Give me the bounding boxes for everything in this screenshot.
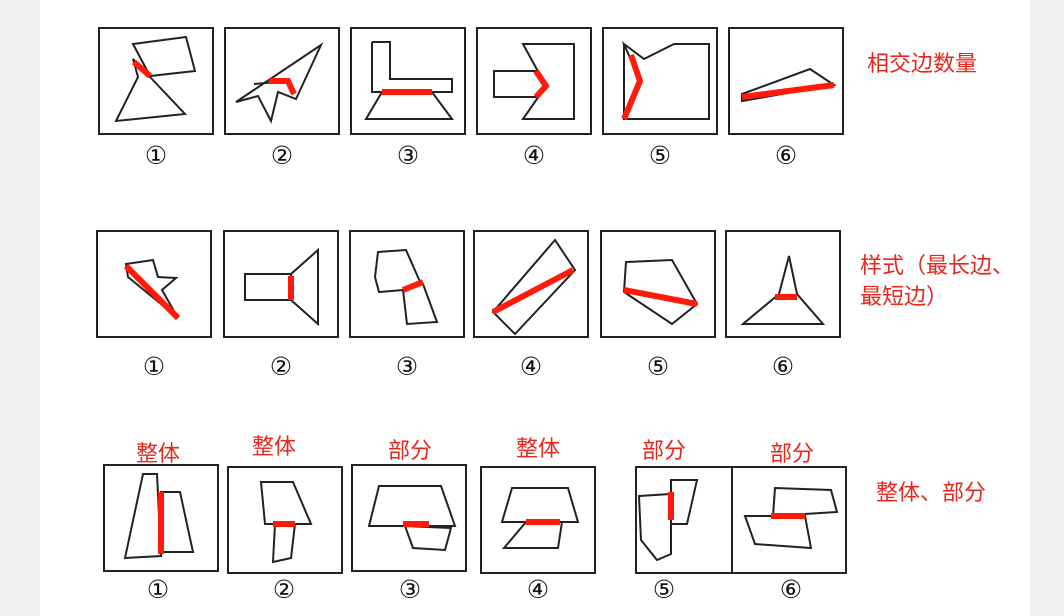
row2-shape-6: [740, 255, 826, 325]
row3-shape-1: [123, 473, 195, 560]
row3-shape-5: [637, 479, 699, 562]
row3-sublabel-1: 整体: [135, 442, 180, 467]
row1-shape-1: [114, 35, 197, 123]
row3-shape-2: [259, 481, 313, 564]
row1-figure-1: [98, 27, 214, 135]
row2-shape-4: [491, 238, 577, 336]
row1-shape-4: [493, 43, 575, 120]
row3-shape-4: [500, 487, 580, 549]
row2-number-3: ③: [395, 352, 419, 381]
row2-number-6: ⑥: [771, 352, 795, 381]
row2-shape-2: [244, 247, 319, 327]
row3-shape-6: [743, 486, 839, 550]
row1-shape-6: [741, 67, 837, 103]
row3-number-2: ②: [272, 575, 296, 604]
row2-figure-5: [600, 230, 716, 338]
row1-figure-6: [728, 27, 844, 135]
row1-figure-2: [224, 27, 340, 135]
row2-shape-1: [123, 258, 181, 321]
row1-number-2: ②: [270, 141, 294, 170]
row3-sublabel-2: 整体: [251, 435, 296, 460]
row3-number-1: ①: [146, 575, 170, 604]
row3-sublabel-3: 部分: [387, 439, 432, 464]
row2-number-2: ②: [269, 352, 293, 381]
row3-label: 整体、部分: [876, 481, 987, 506]
row3-figure-3: [351, 464, 467, 572]
row1-number-4: ④: [522, 141, 546, 170]
row1-shape-2: [235, 42, 324, 124]
row1-number-6: ⑥: [774, 141, 798, 170]
row2-number-4: ④: [519, 352, 543, 381]
row1-figure-4: [476, 27, 592, 135]
row2-label-line1: 样式（最长边、: [860, 254, 1015, 279]
row3-figure-2: [227, 466, 343, 574]
row1-shape-3: [364, 41, 454, 120]
row2-shape-3: [373, 248, 439, 326]
row2-shape-5: [622, 258, 699, 326]
row3-sublabel-6: 部分: [769, 442, 814, 467]
row3-number-5: ⑤: [652, 575, 676, 604]
row3-figure-6: [731, 466, 847, 574]
row1-number-1: ①: [144, 141, 168, 170]
row2-figure-4: [473, 230, 589, 338]
row3-shape-3: [367, 485, 457, 552]
row3-figure-4: [480, 466, 596, 574]
row2-number-1: ①: [142, 352, 166, 381]
row2-figure-3: [349, 230, 465, 338]
row3-figure-1: [103, 464, 219, 572]
row3-number-6: ⑥: [779, 575, 803, 604]
row2-figure-1: [96, 230, 212, 338]
row3-sublabel-5: 部分: [641, 439, 686, 464]
row1-number-3: ③: [396, 141, 420, 170]
row3-number-3: ③: [398, 575, 422, 604]
row1-shape-5: [621, 40, 710, 121]
row2-label-line2: 最短边）: [860, 285, 949, 310]
row3-number-4: ④: [526, 575, 550, 604]
row3-sublabel-4: 整体: [515, 437, 560, 462]
row1-figure-3: [350, 27, 466, 135]
row1-label: 相交边数量: [867, 52, 978, 77]
row2-figure-6: [725, 230, 841, 338]
row1-number-5: ⑤: [648, 141, 672, 170]
diagram-canvas: ① ② ③ ④ ⑤ ⑥ 相交边数量: [40, 0, 1030, 616]
row2-number-5: ⑤: [646, 352, 670, 381]
row2-figure-2: [223, 230, 339, 338]
row1-figure-5: [602, 27, 718, 135]
